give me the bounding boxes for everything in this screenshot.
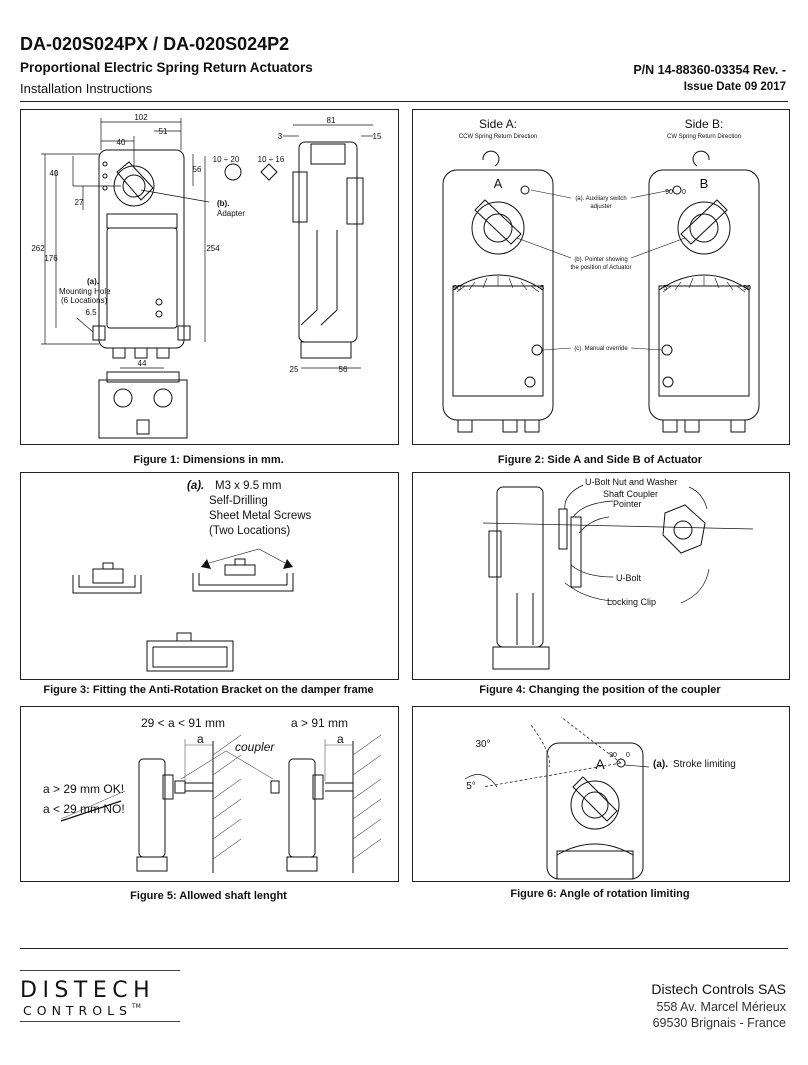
logo-rule-top xyxy=(20,970,180,971)
fig5-left-title: 29 < a < 91 mm xyxy=(141,716,225,730)
fig4-label-ubolt-nut: U-Bolt Nut and Washer xyxy=(585,477,677,487)
letter-b: B xyxy=(700,176,709,191)
company-name: Distech Controls SAS xyxy=(651,981,786,997)
letter-a: A xyxy=(494,176,503,191)
figure5-drawing: 29 < a < 91 mm a > 91 mm a a coupler a >… xyxy=(43,716,382,873)
dim-262: 262 xyxy=(31,244,45,253)
range-10-16: 10 ÷ 16 xyxy=(258,155,285,164)
fig1-label-a: (a). xyxy=(87,277,99,286)
dim-44: 44 xyxy=(138,359,147,368)
fig6-knob-left: 90 xyxy=(609,752,617,759)
fig5-a-left: a xyxy=(197,732,204,746)
logo-distech: DISTECH xyxy=(20,978,156,1003)
scale-b-left: -5 xyxy=(661,285,667,292)
figure2-caption: Figure 2: Side A and Side B of Actuator xyxy=(497,454,703,466)
dim-176: 176 xyxy=(44,254,58,263)
part-number: P/N 14-88360-03354 Rev. - xyxy=(633,63,786,77)
fig5-coupler: coupler xyxy=(235,740,275,754)
fig3-line3: Sheet Metal Screws xyxy=(209,510,312,522)
fig4-label-shaft-coupler: Shaft Coupler xyxy=(603,489,658,499)
dim-27: 27 xyxy=(75,198,84,207)
fig1-label-b: (b). xyxy=(217,199,229,208)
dim-25: 25 xyxy=(290,365,299,374)
figure4-panel: U-Bolt Nut and Washer Shaft Coupler Poin… xyxy=(412,472,790,680)
dim-254: 254 xyxy=(206,244,220,253)
figure1-drawing: 102 40 51 81 15 3 40 56 27 262 176 254 6… xyxy=(31,113,382,439)
fig5-ok: a > 29 mm OK! xyxy=(43,782,124,796)
figure4-drawing: U-Bolt Nut and Washer Shaft Coupler Poin… xyxy=(482,477,754,670)
figure6-drawing: 30° 5° A 90 0 (a). Stroke limiting xyxy=(464,716,736,880)
figure4-caption: Figure 4: Changing the position of the c… xyxy=(479,684,721,696)
fig4-label-locking-clip: Locking Clip xyxy=(607,597,656,607)
scale-b-right: 90 xyxy=(743,285,751,292)
figure3-caption: Figure 3: Fitting the Anti-Rotation Brac… xyxy=(43,684,374,696)
document-title: DA-020S024PX / DA-020S024P2 xyxy=(20,34,290,54)
figure3-drawing: (a). M3 x 9.5 mm Self-Drilling Sheet Met… xyxy=(72,480,312,672)
callout-a-line2: adjuster xyxy=(590,204,611,210)
fig6-label-a: (a). xyxy=(653,759,668,770)
figure2-panel: Side A: CCW Spring Return Direction Side… xyxy=(412,109,790,445)
fig3-label-a: (a). xyxy=(187,480,204,492)
fig5-a-right: a xyxy=(337,732,344,746)
scale-a-left: 90 xyxy=(453,285,461,292)
range-10-20: 10 ÷ 20 xyxy=(213,155,240,164)
fig6-stroke-limiting: Stroke limiting xyxy=(673,759,736,770)
figure6-caption: Figure 6: Angle of rotation limiting xyxy=(510,888,690,900)
knob-b-left: 90 xyxy=(665,189,673,196)
dim-15: 15 xyxy=(373,132,382,141)
header-rule xyxy=(20,101,788,102)
callout-b-line1: (b). Pointer showing xyxy=(574,257,627,263)
fig6-angle-5: 5° xyxy=(466,781,476,792)
dim-51: 51 xyxy=(159,127,168,136)
side-b-subtitle: CW Spring Return Direction xyxy=(667,134,741,140)
figure5-caption: Figure 5: Allowed shaft lenght xyxy=(130,890,287,902)
figure1-caption: Figure 1: Dimensions in mm. xyxy=(133,454,284,466)
dim-56-bottom: 56 xyxy=(339,365,348,374)
dim-102: 102 xyxy=(134,113,148,122)
dim-40-vertical: 40 xyxy=(50,169,59,178)
dim-6-5: 6.5 xyxy=(85,308,97,317)
fig3-line2: Self-Drilling xyxy=(209,495,268,507)
fig6-knob-right: 0 xyxy=(626,752,630,759)
figure5-panel: 29 < a < 91 mm a > 91 mm a a coupler a >… xyxy=(20,706,399,882)
fig5-right-title: a > 91 mm xyxy=(291,716,348,730)
fig4-label-pointer: Pointer xyxy=(613,499,642,509)
dim-3: 3 xyxy=(278,132,283,141)
dim-81: 81 xyxy=(327,116,336,125)
logo-trademark: TM xyxy=(131,1003,141,1010)
issue-date: Issue Date 09 2017 xyxy=(683,81,786,93)
footer-rule xyxy=(20,948,788,949)
fig3-line1: M3 x 9.5 mm xyxy=(215,480,281,492)
figure2-drawing: Side A: CCW Spring Return Direction Side… xyxy=(442,117,760,433)
callout-c: (c). Manual override xyxy=(574,346,628,352)
document-subtitle: Proportional Electric Spring Return Actu… xyxy=(20,60,313,75)
dim-56: 56 xyxy=(193,165,202,174)
fig4-label-ubolt: U-Bolt xyxy=(616,573,642,583)
callout-b-line2: the position of Actuator xyxy=(570,265,631,271)
company-address-2: 69530 Brignais - France xyxy=(652,1016,786,1030)
logo-controls-text: CONTROLS xyxy=(23,1003,132,1018)
figure1-panel: 102 40 51 81 15 3 40 56 27 262 176 254 6… xyxy=(20,109,399,445)
document-type: Installation Instructions xyxy=(20,81,153,96)
fig6-angle-30: 30° xyxy=(475,739,490,750)
fig1-adapter: Adapter xyxy=(217,209,245,218)
fig3-line4: (Two Locations) xyxy=(209,525,290,537)
side-b-title: Side B: xyxy=(685,117,724,131)
figure3-panel: (a). M3 x 9.5 mm Self-Drilling Sheet Met… xyxy=(20,472,399,680)
side-a-title: Side A: xyxy=(479,117,517,131)
fig1-locations: (6 Locations) xyxy=(61,296,108,305)
fig5-no: a < 29 mm NO! xyxy=(43,802,125,816)
company-address-1: 558 Av. Marcel Mérieux xyxy=(656,1000,786,1014)
side-a-subtitle: CCW Spring Return Direction xyxy=(459,134,537,140)
fig6-letter-a: A xyxy=(595,756,605,772)
callout-a-line1: (a). Auxiliary switch xyxy=(575,196,626,202)
fig1-mounting-hole: Mounting Hole xyxy=(59,287,111,296)
figure6-panel: 30° 5° A 90 0 (a). Stroke limiting xyxy=(412,706,790,882)
scale-a-right: -5 xyxy=(538,285,544,292)
logo-rule-bottom xyxy=(20,1021,180,1022)
logo-controls: CONTROLSTM xyxy=(23,1003,141,1018)
dim-40: 40 xyxy=(117,138,126,147)
knob-b-right: 0 xyxy=(682,189,686,196)
